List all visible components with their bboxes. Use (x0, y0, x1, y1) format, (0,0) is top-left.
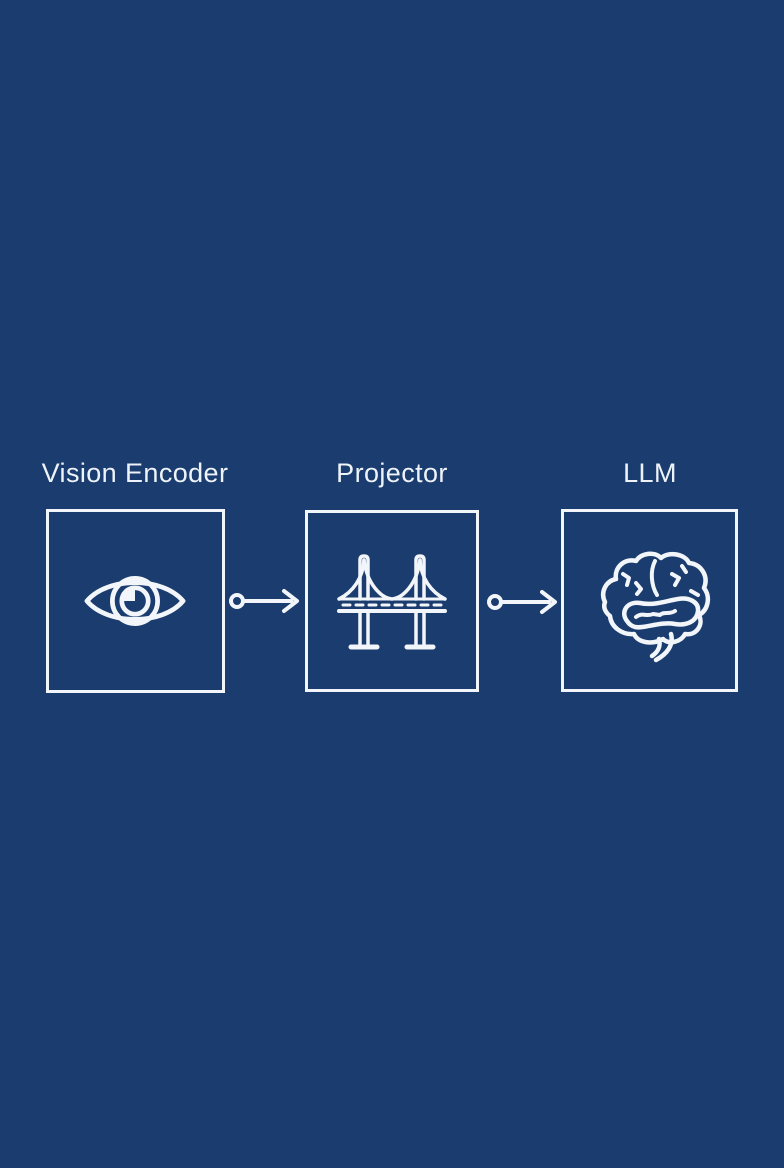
bridge-icon (337, 554, 447, 650)
node-box-vision-encoder (46, 509, 225, 693)
eye-icon (84, 576, 186, 626)
node-box-projector (305, 510, 479, 692)
brain-icon (600, 551, 711, 663)
flow-arrow-2 (487, 590, 557, 614)
node-label-projector: Projector (336, 458, 448, 488)
node-box-llm (561, 509, 738, 692)
flow-arrow-1 (229, 589, 299, 613)
node-label-llm: LLM (623, 458, 677, 488)
node-label-vision-encoder: Vision Encoder (41, 458, 229, 488)
